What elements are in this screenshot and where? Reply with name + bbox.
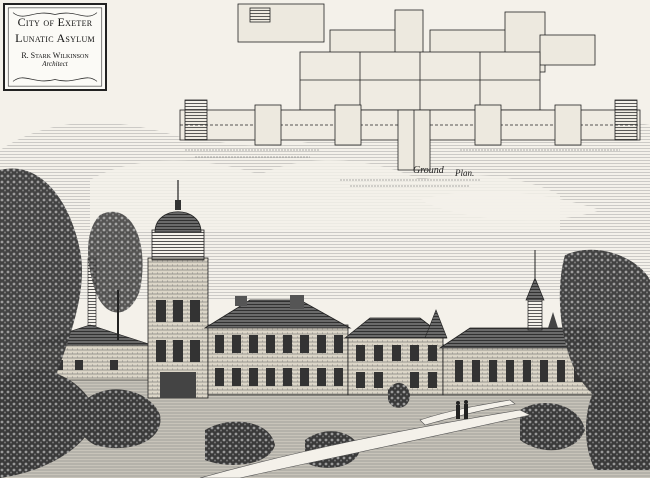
- cartouche-line1: City of Exeter: [17, 15, 93, 29]
- trees: [0, 168, 650, 478]
- cartouche-line2: Lunatic Asylum: [15, 31, 95, 45]
- architect-role: Architect: [42, 60, 68, 68]
- ground-plan: [179, 3, 641, 187]
- clock-tower: [147, 180, 209, 399]
- architect-name: R. Stark Wilkinson: [21, 51, 89, 60]
- plan-subtitle: Plan.: [455, 168, 475, 178]
- plan-title: Ground: [413, 165, 444, 176]
- title-cartouche: City of Exeter Lunatic Asylum R. Stark W…: [3, 3, 107, 91]
- figures: [456, 400, 468, 419]
